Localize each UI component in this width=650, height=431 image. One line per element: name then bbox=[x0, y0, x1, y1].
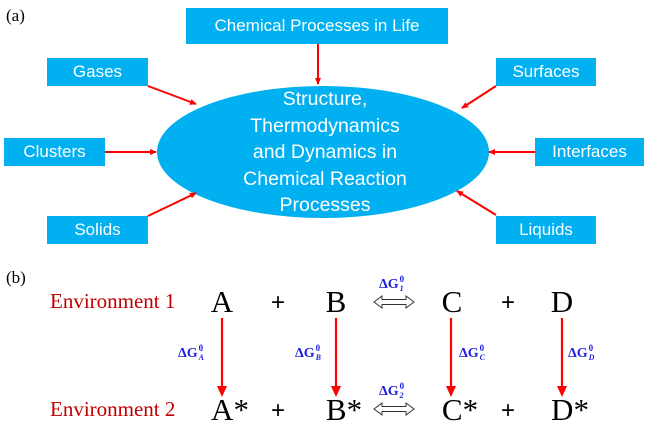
arrow-liquids bbox=[456, 190, 497, 216]
box-gases: Gases bbox=[47, 58, 148, 86]
arrowhead-dg-c bbox=[446, 386, 456, 397]
center-ellipse bbox=[157, 86, 489, 218]
panel-a-label: (a) bbox=[6, 6, 25, 25]
center-line: Structure, bbox=[282, 88, 368, 110]
species-c: C bbox=[441, 284, 463, 319]
species-a-star: A* bbox=[211, 392, 249, 427]
environment-2-label: Environment 2 bbox=[50, 397, 176, 421]
plus-sign: + bbox=[270, 289, 286, 316]
environment-1-label: Environment 1 bbox=[50, 289, 176, 313]
arrowhead-dg-d bbox=[557, 386, 567, 397]
plus-sign: + bbox=[500, 289, 516, 316]
arrow-solids bbox=[147, 192, 197, 217]
species-b-star: B* bbox=[325, 392, 363, 427]
species-c-star: C* bbox=[441, 392, 479, 427]
center-line: and Dynamics in bbox=[252, 141, 398, 163]
species-d: D bbox=[550, 284, 574, 319]
box-chemical-processes-in-life: Chemical Processes in Life bbox=[186, 8, 448, 44]
species-d-star: D* bbox=[551, 392, 589, 427]
species-a: A bbox=[210, 284, 234, 319]
box-interfaces: Interfaces bbox=[535, 138, 644, 166]
arrow-surfaces bbox=[461, 85, 497, 109]
box-surfaces: Surfaces bbox=[496, 58, 596, 86]
center-line: Processes bbox=[279, 194, 371, 216]
arrowhead-dg-b bbox=[331, 386, 341, 397]
equilibrium-arrow-1 bbox=[373, 295, 415, 309]
center-ellipse-text: Structure, Thermodynamics and Dynamics i… bbox=[175, 86, 475, 219]
center-line: Thermodynamics bbox=[250, 114, 400, 137]
box-solids: Solids bbox=[47, 216, 148, 244]
plus-sign: + bbox=[270, 397, 286, 424]
panel-b-label: (b) bbox=[6, 268, 26, 287]
center-line: Chemical Reaction bbox=[243, 167, 407, 190]
arrow-gases bbox=[147, 85, 197, 105]
box-liquids: Liquids bbox=[496, 216, 596, 244]
equilibrium-arrow-2 bbox=[373, 402, 415, 416]
arrowhead-dg-a bbox=[217, 386, 227, 397]
plus-sign: + bbox=[500, 397, 516, 424]
species-b: B bbox=[325, 284, 347, 319]
box-clusters: Clusters bbox=[4, 138, 105, 166]
